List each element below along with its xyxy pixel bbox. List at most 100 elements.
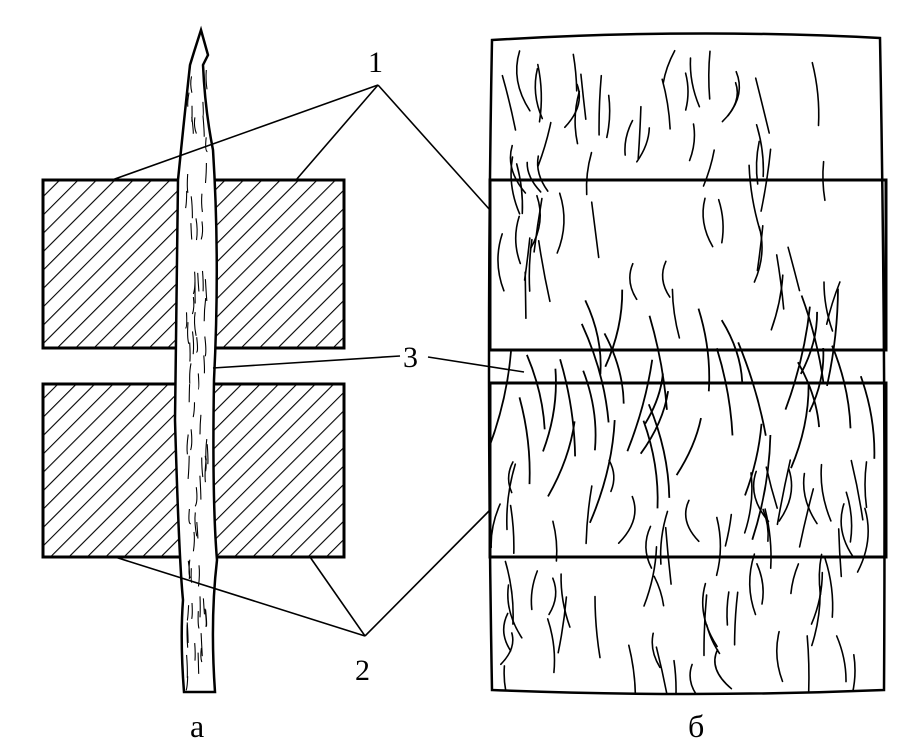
fiber-stroke <box>501 74 517 131</box>
fiber-texture-stroke <box>204 279 208 302</box>
fiber-stroke <box>844 654 856 695</box>
joint-fiber <box>790 384 810 469</box>
fiber-stroke <box>790 563 800 595</box>
label-2: 2 <box>355 654 370 687</box>
fiber-texture-stroke <box>201 457 204 478</box>
fiber-stroke <box>850 459 864 521</box>
label-1: 1 <box>368 46 383 79</box>
fiber-stroke <box>671 288 681 339</box>
fiber-texture-stroke <box>205 137 208 153</box>
fiber-texture-stroke <box>190 76 193 93</box>
fiber-texture-stroke <box>196 337 199 353</box>
fiber-stroke <box>756 563 764 605</box>
fiber-texture-stroke <box>202 598 206 615</box>
label-3: 3 <box>403 341 418 374</box>
fiber-stroke <box>502 612 512 652</box>
upper-block-left <box>41 178 187 350</box>
fiber-texture-stroke <box>185 312 188 329</box>
fiber-stroke <box>530 570 539 611</box>
fiber-strand <box>173 25 219 694</box>
fiber-stroke <box>689 663 703 695</box>
fiber-stroke <box>762 508 769 542</box>
lower-layer-frame <box>488 381 888 559</box>
joint-fiber <box>582 370 597 451</box>
leader-1-b <box>377 84 491 211</box>
joint-fiber <box>526 354 546 430</box>
fiber-texture-stroke <box>197 373 200 390</box>
fiber-texture-stroke <box>196 522 199 539</box>
fiber-stroke <box>806 635 810 693</box>
fiber-texture-stroke <box>200 633 203 657</box>
fiber-stroke <box>840 503 854 558</box>
fiber-stroke <box>756 225 764 272</box>
fiber-stroke <box>564 83 581 129</box>
joint-fiber <box>737 342 767 436</box>
fiber-stroke <box>537 63 543 123</box>
fiber-stroke <box>528 238 533 292</box>
fiber-web-texture <box>490 49 869 695</box>
joint-fiber <box>648 315 668 410</box>
joint-fiber <box>647 403 671 498</box>
panel-b <box>487 32 888 696</box>
joint-fiber <box>542 368 557 452</box>
fiber-stroke <box>643 546 658 607</box>
fiber-texture-stroke <box>187 322 190 344</box>
joint-fiber <box>626 359 654 452</box>
fiber-stroke <box>653 575 665 607</box>
fiber-texture-stroke <box>188 508 191 525</box>
leader-lines <box>111 84 525 637</box>
joint-fiber <box>547 421 576 497</box>
fiber-stroke <box>624 119 634 156</box>
fiber-texture-stroke <box>186 434 189 455</box>
fiber-texture-stroke <box>193 312 197 336</box>
joint-fiber <box>589 420 616 524</box>
joint-fiber <box>675 417 702 476</box>
fiber-stroke <box>608 459 615 493</box>
fiber-stroke <box>655 646 670 695</box>
fiber-texture-stroke <box>190 196 193 219</box>
joint-fiber <box>580 323 610 423</box>
fiber-stroke <box>689 57 701 108</box>
fiber-stroke <box>510 156 521 215</box>
fiber-texture-stroke <box>186 654 188 678</box>
caption-a: а <box>190 708 204 744</box>
joint-fiber <box>859 375 876 459</box>
fiber-stroke <box>707 50 711 100</box>
lower-block-left <box>41 382 187 559</box>
joint-fiber <box>559 358 576 457</box>
fiber-stroke <box>717 198 724 244</box>
joint-fiber <box>697 308 711 392</box>
fiber-stroke <box>585 151 593 196</box>
leader-2-b <box>364 509 491 637</box>
fiber-stroke <box>503 665 510 695</box>
fiber-stroke <box>497 233 505 292</box>
fiber-texture-stroke <box>200 221 204 240</box>
fiber-texture-stroke <box>202 115 205 137</box>
fiber-texture-stroke <box>206 444 209 465</box>
fiber-stroke <box>530 194 542 249</box>
fiber-stroke <box>798 488 815 548</box>
leader-3-a <box>212 355 401 369</box>
fiber-stroke <box>702 197 714 248</box>
joint-fiber <box>831 345 852 429</box>
fiber-stroke <box>824 557 834 618</box>
fiber-stroke <box>661 260 671 298</box>
fiber-stroke <box>546 618 556 674</box>
leader-2-a-left <box>114 556 366 637</box>
fiber-texture-stroke <box>192 531 195 552</box>
fiber-stroke <box>701 582 718 648</box>
fiber-stroke <box>548 577 557 616</box>
fiber-texture-stroke <box>197 652 200 674</box>
joint-fiber <box>744 423 763 496</box>
fiber-texture-stroke <box>197 611 200 629</box>
fiber-stroke <box>733 591 739 646</box>
fiber-texture-stroke <box>203 355 206 374</box>
fiber-texture-stroke <box>191 116 194 134</box>
upper-block-right <box>204 178 346 350</box>
fiber-texture-stroke <box>204 162 207 184</box>
fiber-texture-stroke <box>187 92 190 107</box>
fiber-stroke <box>594 595 601 659</box>
fiber-texture-stroke <box>186 605 190 622</box>
fiber-stroke <box>775 630 784 683</box>
